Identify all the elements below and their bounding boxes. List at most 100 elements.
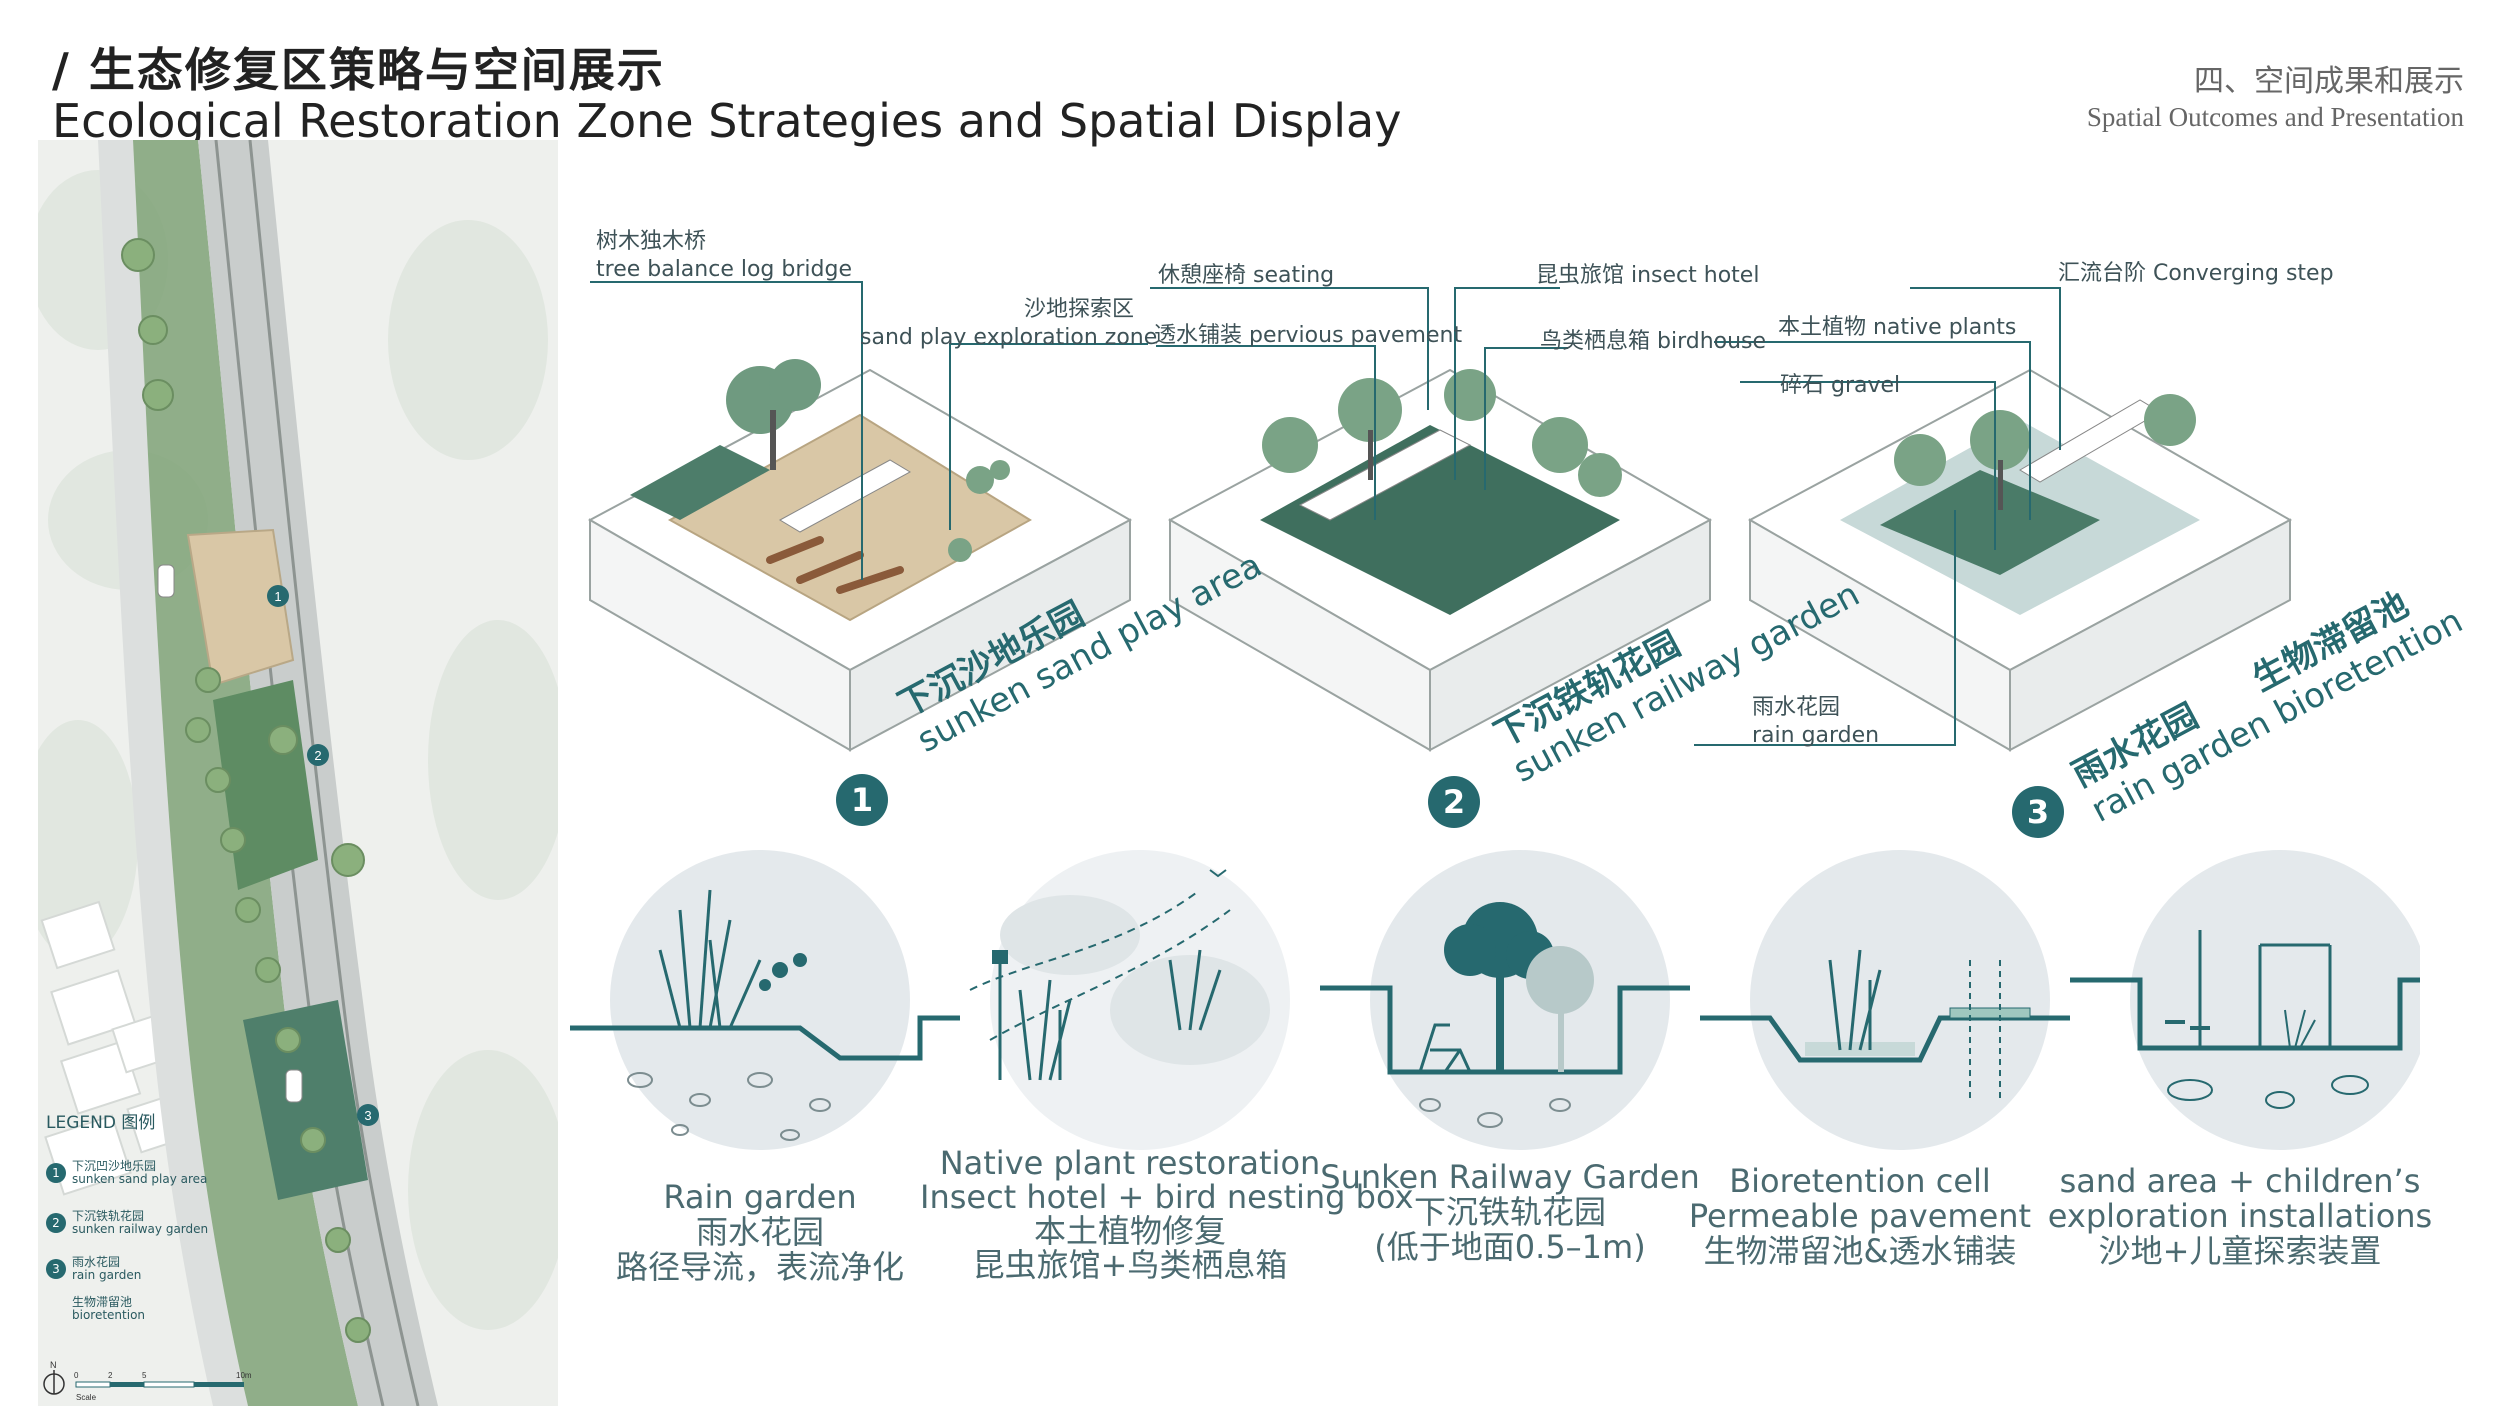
axon-block-2: [1169, 369, 1711, 751]
svg-text:3: 3: [364, 1108, 371, 1123]
legend-label-cn: 下沉凹沙地乐园: [72, 1159, 157, 1173]
callout-birdhouse: 鸟类栖息箱 birdhouse: [1540, 329, 1767, 354]
reed-icon: [658, 889, 762, 1029]
bioretention-bed: [1880, 470, 2100, 575]
caption-line: sand area + children’s: [2059, 1162, 2421, 1200]
railway-garden-bed: [1260, 425, 1620, 615]
scale-label: 10m: [236, 1371, 252, 1380]
svg-text:1: 1: [274, 589, 281, 604]
section-native-plants: [969, 850, 1290, 1150]
planting-strip: [630, 445, 770, 520]
caption-line: Native plant restoration: [939, 1144, 1321, 1182]
legend-label-en: sunken railway garden: [72, 1222, 209, 1236]
plan-marker: 1: [267, 585, 289, 607]
site-plan: 1 2 3: [38, 140, 558, 1406]
caption-line: Bioretention cell: [1729, 1162, 1991, 1200]
scale-label: 5: [142, 1371, 147, 1380]
strategy-caption-3: Sunken Railway Garden 下沉铁轨花园 (低于地面0.5–1m…: [1300, 1160, 1720, 1265]
callout-native-plants: 本土植物 native plants: [1778, 315, 2017, 340]
callout-insect-hotel: 昆虫旅馆 insect hotel: [1536, 263, 1760, 288]
callout-rain-garden-en: rain garden: [1752, 723, 1880, 748]
chair-icon: [1418, 1023, 1472, 1073]
callout-rain-garden-cn: 雨水花园: [1752, 695, 1841, 720]
caption-line: 雨水花园: [695, 1213, 824, 1251]
section-bioretention: [1700, 850, 2070, 1150]
legend-label-cn: 雨水花园: [72, 1255, 121, 1269]
legend-label-en: bioretention: [72, 1308, 146, 1322]
legend-label-en: sunken sand play area: [72, 1172, 208, 1186]
callout-seating: 休憩座椅 seating: [1158, 263, 1335, 288]
axonometric-views: [589, 281, 2291, 751]
tree-icon: [1262, 369, 1622, 497]
path-ramp: [1298, 429, 1472, 521]
caption-line: 本土植物修复: [1033, 1212, 1226, 1250]
tree-icon: [726, 359, 821, 470]
page-title-en: Ecological Restoration Zone Strategies a…: [52, 94, 1402, 148]
section-sunken-railway: [1320, 850, 1690, 1150]
svg-text:2: 2: [314, 748, 321, 763]
caption-line: 生物滞留池&透水铺装: [1703, 1232, 2017, 1270]
north-label: N: [50, 1360, 57, 1370]
callout-gravel: 碎石 gravel: [1780, 373, 1901, 398]
legend-label-cn: 生物滞留池: [72, 1295, 133, 1309]
legend-item: 生物滞留池 bioretention: [72, 1296, 145, 1322]
caption-line: exploration installations: [2047, 1197, 2433, 1235]
legend-number: 1: [46, 1163, 66, 1183]
callout-sand-zone-cn: 沙地探索区: [1024, 297, 1135, 322]
caption-line: 昆虫旅馆+鸟类栖息箱: [972, 1246, 1288, 1284]
legend-number: 2: [46, 1213, 66, 1233]
callout-sand-zone-en: sand play exploration zone: [860, 325, 1158, 350]
section-title-cn: 四、空间成果和展示: [2194, 64, 2464, 99]
legend-label-cn: 下沉铁轨花园: [72, 1209, 145, 1223]
caption-line: Sunken Railway Garden: [1320, 1158, 1700, 1196]
leader-lines: [590, 281, 2061, 746]
strategy-caption-2: Native plant restoration Insect hotel + …: [920, 1144, 1414, 1284]
strategy-sections: [570, 850, 2420, 1150]
caption-line: Insect hotel + bird nesting box: [920, 1178, 1414, 1216]
sand-pit: [667, 413, 1032, 622]
strategy-caption-4: Bioretention cell Permeable pavement 生物滞…: [1660, 1164, 2060, 1269]
caption-line: Rain garden: [663, 1178, 857, 1216]
axon-block-3: [1749, 369, 2291, 751]
caption-line: (低于地面0.5–1m): [1374, 1228, 1646, 1266]
section-sand-play: [2070, 850, 2420, 1150]
callout-log-bridge-cn: 树木独木桥: [596, 229, 707, 254]
car-icon: [157, 564, 175, 598]
page-title-cn: / 生态修复区策略与空间展示: [52, 43, 665, 97]
caption-line: Permeable pavement: [1688, 1197, 2032, 1235]
plan-marker: 3: [357, 1104, 379, 1126]
axon-block-1: [589, 359, 1131, 751]
tree-icon: [1894, 394, 2196, 510]
strategy-caption-5: sand area + children’s exploration insta…: [2040, 1164, 2440, 1269]
legend-title: LEGEND 图例: [46, 1113, 156, 1133]
scale-label: 0: [74, 1371, 79, 1380]
car-icon: [285, 1069, 303, 1103]
permeable-pavement: [1949, 1007, 2031, 1019]
zone-badge-3: 3: [2012, 786, 2064, 838]
tree-icon: [1444, 902, 1594, 1072]
scale-bar: N 0 2 5 10m Scale: [43, 1360, 252, 1402]
zone-badge-1: 1: [836, 774, 888, 826]
reed-icon: [1018, 949, 1222, 1081]
section-title-en: Spatial Outcomes and Presentation: [2086, 102, 2464, 132]
caption-line: 路径导流，表流净化: [615, 1248, 904, 1286]
callout-pavement: 透水铺装 pervious pavement: [1154, 323, 1463, 348]
callout-log-bridge-en: tree balance log bridge: [596, 257, 852, 282]
zone-badge-2: 2: [1428, 776, 1480, 828]
legend-label-en: rain garden: [72, 1268, 142, 1282]
log-bridge: [766, 536, 904, 594]
reed-icon: [1828, 949, 1882, 1051]
scale-label: 2: [108, 1371, 113, 1380]
plan-marker: 2: [307, 744, 329, 766]
caption-line: 下沉铁轨花园: [1413, 1193, 1606, 1231]
caption-line: 沙地+儿童探索装置: [2098, 1232, 2382, 1270]
section-rain-garden: [570, 850, 960, 1150]
bird-icon: [1209, 869, 1227, 878]
strategy-caption-1: Rain garden 雨水花园 路径导流，表流净化: [560, 1180, 960, 1285]
callout-converging-step: 汇流台阶 Converging step: [2058, 261, 2334, 286]
scale-word: Scale: [76, 1393, 97, 1402]
legend-number: 3: [46, 1259, 66, 1279]
